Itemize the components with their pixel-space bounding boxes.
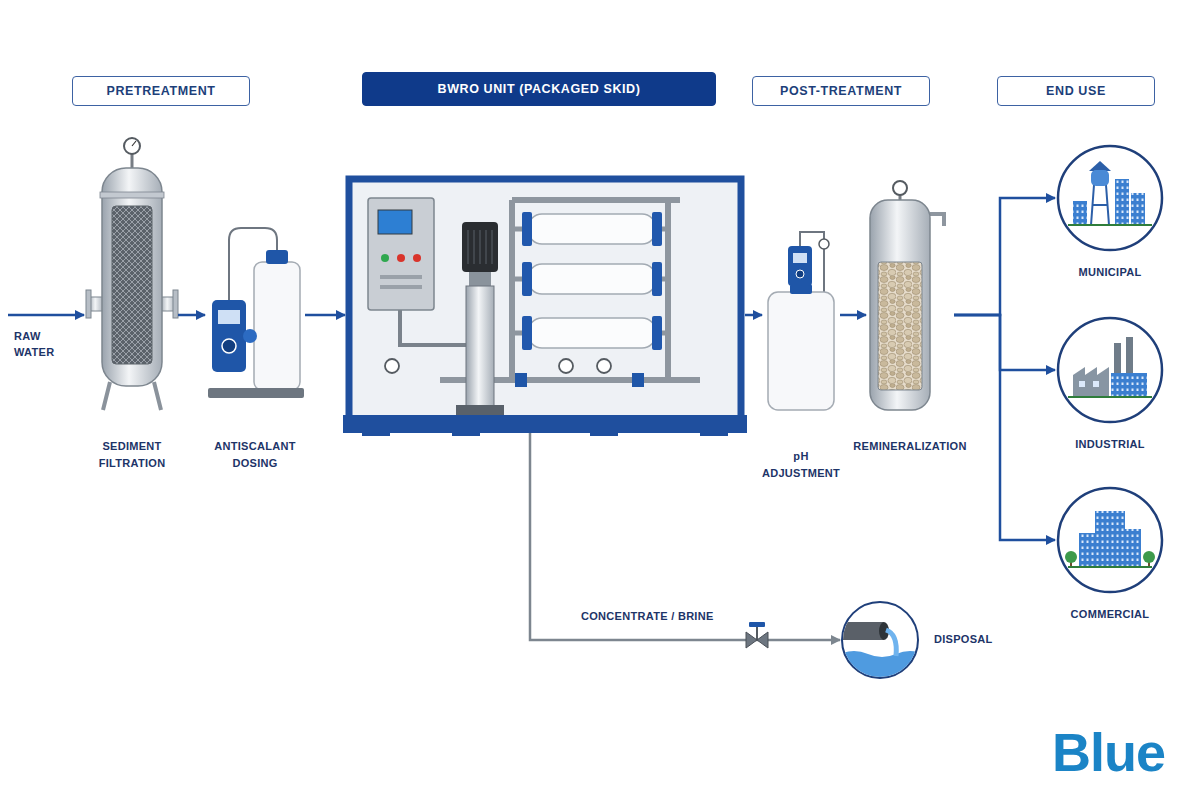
flow-arrow [305,314,345,317]
ro-skid [345,175,745,433]
flow-label: RAW WATER [14,328,70,360]
flow-arrow [178,314,205,317]
equipment-label: INDUSTRIAL [1045,436,1175,453]
remineralization-vessel: REMINERALIZATION [866,178,954,468]
ph-dosing-tank: pH ADJUSTMENT [762,225,840,480]
flow-arrow [530,433,840,640]
flow-arrow [954,315,1055,540]
node-outline [1055,315,1165,425]
section-header: POST-TREATMENT [752,76,930,106]
raw-water-arrow [8,315,84,316]
section-header: BWRO UNIT (PACKAGED SKID) [362,72,716,106]
section-title: BWRO UNIT (PACKAGED SKID) [438,82,641,96]
gate-valve [746,622,768,648]
section-title: POST-TREATMENT [780,84,902,98]
equipment-label: MUNICIPAL [1045,264,1175,281]
node-outline [1055,143,1165,253]
remineralization-vessel [870,181,944,410]
flow-arrow [745,314,762,317]
end-use-circle: INDUSTRIAL [1055,315,1165,460]
equipment-label: SEDIMENT FILTRATION [77,438,187,472]
flow-arrow [840,314,866,317]
ph-dosing-tank [768,232,834,410]
equipment-label: REMINERALIZATION [840,438,980,455]
disposal-outfall: DISPOSAL [840,600,1000,680]
equipment-label: ANTISCALANT DOSING [200,438,310,472]
antiscalant-dosing [208,228,304,398]
ro-skid [343,179,747,436]
end-use-circle: MUNICIPAL [1055,143,1165,288]
section-header: PRETREATMENT [72,76,250,106]
brand-logo: Blue [1052,722,1165,782]
node-outline [840,600,920,680]
equipment-label: COMMERCIAL [1045,606,1175,623]
section-title: PRETREATMENT [106,84,215,98]
end-use-circle: COMMERCIAL [1055,485,1165,630]
node-outline [1055,485,1165,595]
equipment-label: pH ADJUSTMENT [758,448,844,482]
stream-label: CONCENTRATE / BRINE [578,610,717,622]
section-title: END USE [1046,84,1106,98]
flow-arrow [954,315,1055,370]
dosing-pump: ANTISCALANT DOSING [205,225,305,475]
filter-vessel: SEDIMENT FILTRATION [86,140,178,475]
sediment-filter [86,138,178,410]
flow-arrow [954,198,1055,315]
section-header: END USE [997,76,1155,106]
equipment-label: DISPOSAL [934,631,993,648]
